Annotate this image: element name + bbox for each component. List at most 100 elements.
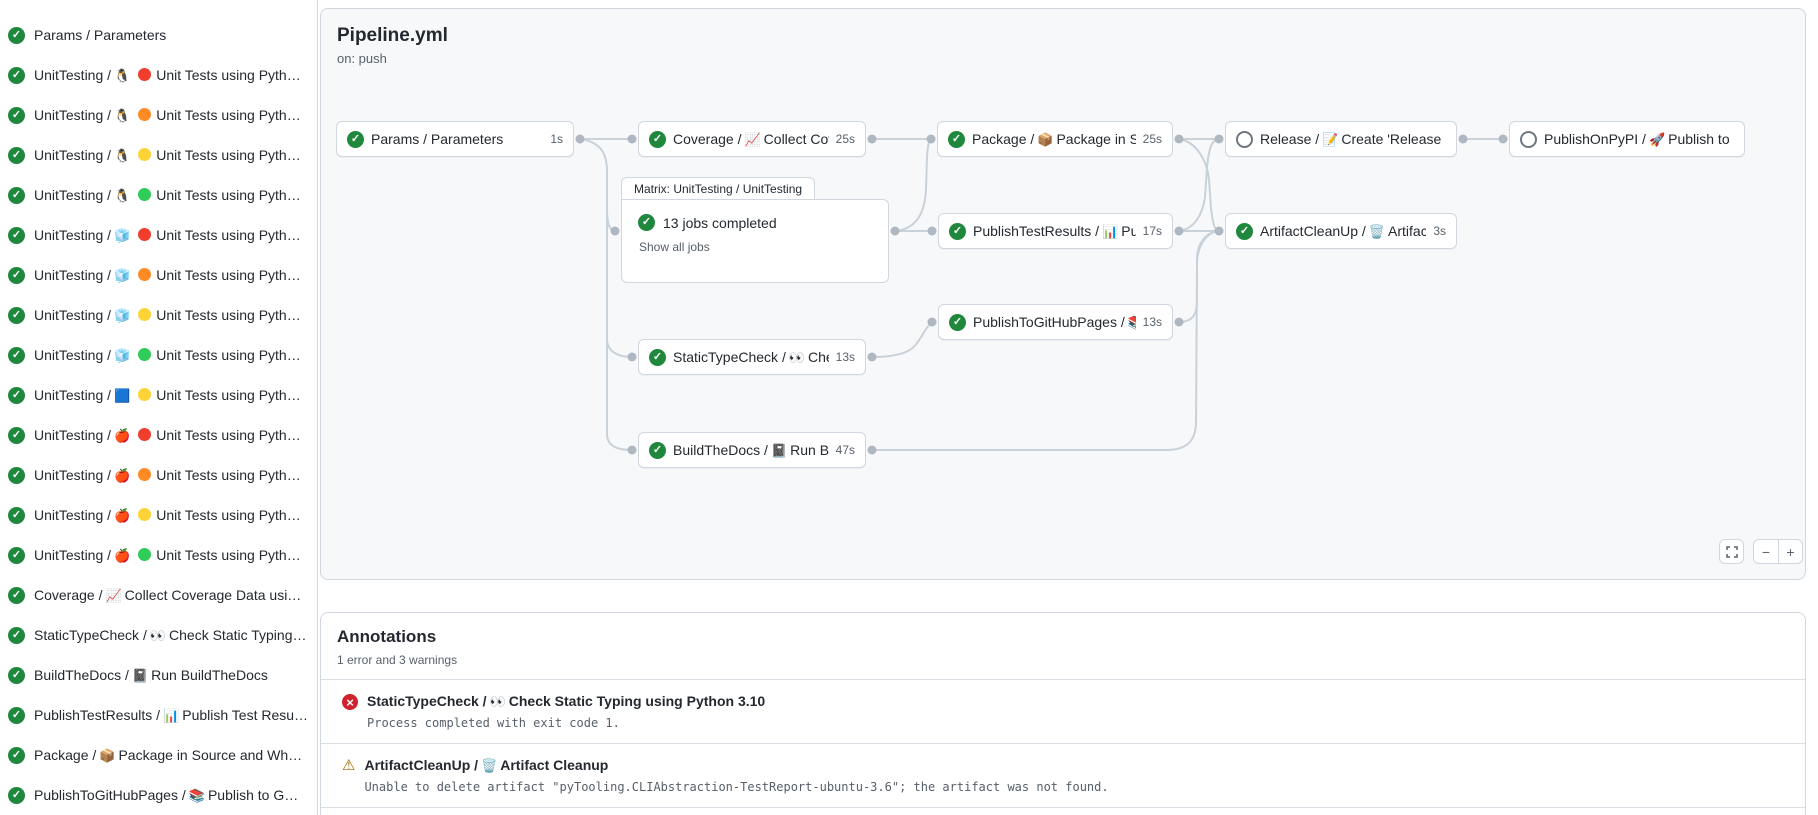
graph-node-release[interactable]: Release /📝Create 'Release P… <box>1225 121 1457 157</box>
zoom-out-button[interactable]: − <box>1753 539 1778 564</box>
zoom-in-button[interactable]: + <box>1778 539 1803 564</box>
job-task-label: Unit Tests using Pyth… <box>156 346 301 363</box>
bar-chart-icon: 📊 <box>163 707 180 723</box>
graph-node-coverage[interactable]: Coverage /📈Collect Cove… 25s <box>638 121 866 157</box>
success-icon <box>8 706 25 724</box>
job-task-label: Unit Tests using Pyth… <box>156 226 301 243</box>
python-version-dot <box>138 307 152 321</box>
node-duration: 17s <box>1142 224 1162 238</box>
graph-node-buildthedocs[interactable]: BuildTheDocs /📓Run Buil… 47s <box>638 432 866 468</box>
graph-node-publishtogithubpages[interactable]: PublishToGitHubPages /📚… 13s <box>938 304 1173 340</box>
job-task-label: Check Static Typing… <box>169 626 307 643</box>
sidebar-job-unittest-macos-green[interactable]: UnitTesting /🍎Unit Tests using Pyth… <box>0 535 317 575</box>
python-version-dot <box>138 507 152 521</box>
package-icon: 📦 <box>1037 131 1054 147</box>
node-duration: 3s <box>1433 224 1446 238</box>
job-label: UnitTesting / <box>34 186 112 203</box>
fullscreen-icon <box>1725 545 1738 558</box>
job-label: UnitTesting / <box>34 266 112 283</box>
python-version-dot <box>138 107 152 121</box>
sidebar-job-unittest-linux-orange[interactable]: UnitTesting /🐧Unit Tests using Pyth… <box>0 95 317 135</box>
sidebar-job-unittest-linux-green[interactable]: UnitTesting /🐧 Unit Tests using Pyth… <box>0 175 317 215</box>
platform-icon: 🧊 <box>114 307 131 323</box>
graph-node-publishtestresults[interactable]: PublishTestResults /📊Pu… 17s <box>938 213 1173 249</box>
success-icon <box>8 746 25 764</box>
sidebar-job-statictypecheck[interactable]: StaticTypeCheck /👀Check Static Typing… <box>0 615 317 655</box>
chart-increasing-icon: 📈 <box>744 131 761 147</box>
annotation-job-link[interactable]: ArtifactCleanUp /🗑️Artifact Cleanup <box>364 757 609 773</box>
job-task-label: Run BuildTheDocs <box>151 666 268 683</box>
sidebar-job-unittest-linux-yellow[interactable]: UnitTesting /🐧Unit Tests using Pyth… <box>0 135 317 175</box>
job-task-label: Unit Tests using Pyth… <box>156 506 301 523</box>
job-label: UnitTesting / <box>34 546 112 563</box>
fullscreen-control <box>1719 539 1744 564</box>
sidebar-job-coverage[interactable]: Coverage /📈Collect Coverage Data usi… <box>0 575 317 615</box>
success-icon <box>8 186 25 204</box>
success-icon <box>649 441 666 459</box>
graph-node-artifactcleanup[interactable]: ArtifactCleanUp /🗑️Artifac… 3s <box>1225 213 1457 249</box>
sidebar-job-unittest-windows-orange[interactable]: UnitTesting /🧊Unit Tests using Pyth… <box>0 255 317 295</box>
sidebar-job-publishtestresults[interactable]: PublishTestResults /📊Publish Test Resu… <box>0 695 317 735</box>
node-task-label: Chec… <box>808 348 829 365</box>
skipped-icon <box>1520 130 1537 148</box>
sidebar-job-unittest-macos-red[interactable]: UnitTesting /🍎Unit Tests using Pyth… <box>0 415 317 455</box>
node-label: Package / <box>972 130 1035 147</box>
error-icon <box>342 694 358 710</box>
job-label: UnitTesting / <box>34 386 112 403</box>
sidebar-job-publishtogithubpages[interactable]: PublishToGitHubPages /📚Publish to G… <box>0 775 317 815</box>
sidebar-job-unittest-windows-red[interactable]: UnitTesting /🧊Unit Tests using Pyth… <box>0 215 317 255</box>
success-icon <box>347 130 364 148</box>
platform-icon: 🐧 <box>114 147 131 163</box>
platform-icon: 🧊 <box>114 267 131 283</box>
job-task-label: Unit Tests using Pyth… <box>156 466 301 483</box>
annotations-card: Annotations 1 error and 3 warnings Stati… <box>320 612 1806 815</box>
annotation-job-link[interactable]: StaticTypeCheck /👀Check Static Typing us… <box>367 693 766 709</box>
platform-icon: 🍎 <box>114 427 131 443</box>
job-task-label: Unit Tests using Pyth… <box>156 386 301 403</box>
success-icon <box>949 313 966 331</box>
sidebar-job-package[interactable]: Package /📦Package in Source and Wh… <box>0 735 317 775</box>
notebook-icon: 📓 <box>770 442 788 458</box>
show-all-jobs-link[interactable]: Show all jobs <box>639 240 710 254</box>
success-icon <box>8 426 25 444</box>
graph-node-publishonpypi[interactable]: PublishOnPyPI /🚀Publish to … <box>1509 121 1745 157</box>
job-label: Params / Parameters <box>34 27 167 43</box>
job-task-label: Unit Tests using Pyth… <box>156 186 301 203</box>
node-label: Params / Parameters <box>371 131 504 147</box>
graph-node-package[interactable]: Package /📦Package in So… 25s <box>937 121 1173 157</box>
node-label: Release / <box>1260 130 1320 147</box>
warning-icon: ⚠ <box>342 757 356 774</box>
sidebar-job-unittest-macos-orange[interactable]: UnitTesting /🍎Unit Tests using Pyth… <box>0 455 317 495</box>
sidebar-job-unittest-windows-green[interactable]: UnitTesting /🧊Unit Tests using Pyth… <box>0 335 317 375</box>
sidebar-job-unittest-windows-yellow[interactable]: UnitTesting /🧊Unit Tests using Pyth… <box>0 295 317 335</box>
sidebar-job-buildthedocs[interactable]: BuildTheDocs /📓Run BuildTheDocs <box>0 655 317 695</box>
python-version-dot <box>138 387 152 401</box>
python-version-dot <box>138 147 152 161</box>
graph-node-statictypecheck[interactable]: StaticTypeCheck /👀Chec… 13s <box>638 339 866 375</box>
node-task-label: Create 'Release P… <box>1341 130 1446 147</box>
eyes-icon: 👀 <box>149 627 167 643</box>
node-label: PublishTestResults / <box>973 222 1100 239</box>
graph-node-params[interactable]: Params / Parameters 1s <box>336 121 574 157</box>
sidebar-job-unittest-macos-yellow[interactable]: UnitTesting /🍎Unit Tests using Pyth… <box>0 495 317 535</box>
job-task-label: Unit Tests using Pyth… <box>156 106 301 123</box>
node-label: Coverage / <box>673 130 742 147</box>
zoom-controls: − + <box>1753 539 1803 564</box>
platform-icon: 🐧 <box>114 187 131 203</box>
node-label: PublishToGitHubPages / <box>973 313 1125 330</box>
sidebar-job-unittest-msys2-yellow[interactable]: UnitTesting /🟦Unit Tests using Pyth… <box>0 375 317 415</box>
success-icon <box>8 546 25 564</box>
node-task-label: Pu… <box>1121 222 1135 239</box>
success-icon <box>8 666 25 684</box>
annotation-message: Unable to delete artifact "pyTooling.CLI… <box>364 780 1109 794</box>
sidebar-job-params[interactable]: Params / Parameters <box>0 15 317 55</box>
bar-chart-icon: 📊 <box>1102 223 1119 239</box>
matrix-summary: 13 jobs completed <box>663 214 777 231</box>
platform-icon: 🍎 <box>114 467 131 483</box>
platform-icon: 🧊 <box>114 227 131 243</box>
fullscreen-button[interactable] <box>1719 539 1744 564</box>
python-version-dot <box>138 267 152 281</box>
notebook-icon: 📓 <box>131 667 149 683</box>
sidebar-job-unittest-linux-red[interactable]: UnitTesting /🐧Unit Tests using Pyth… <box>0 55 317 95</box>
books-icon: 📚 <box>1128 315 1136 330</box>
